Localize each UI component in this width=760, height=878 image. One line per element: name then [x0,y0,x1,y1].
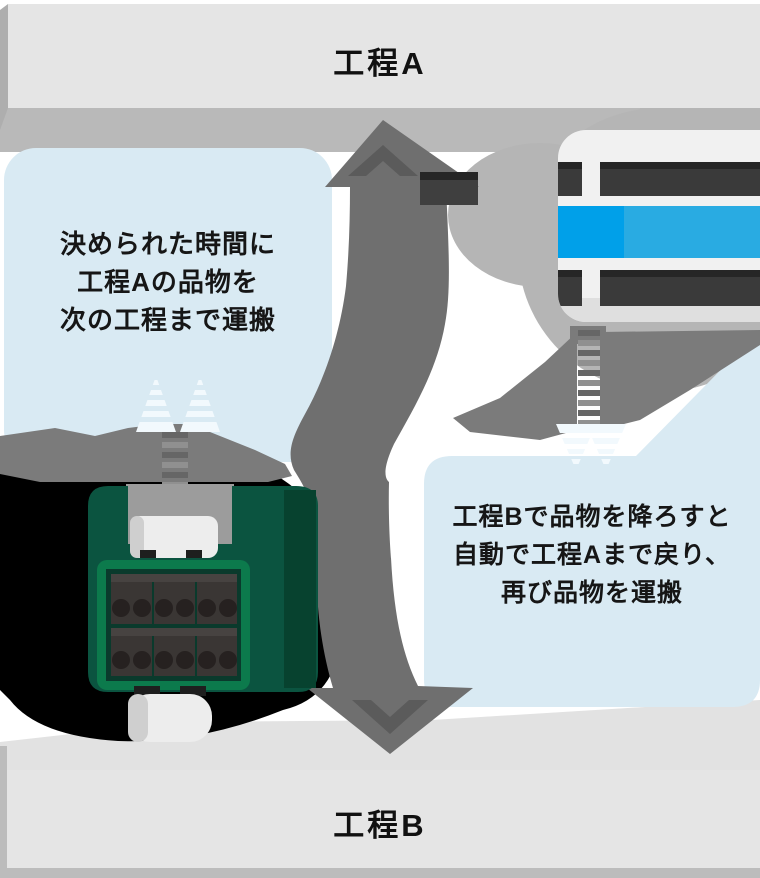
bubble-left-line-3: 次の工程まで運搬 [59,305,276,335]
dark-block [420,172,478,205]
tow-chain-right-icon [578,330,600,428]
shadow-wing-right [453,326,760,440]
agv-cart-stripe-bottom [558,270,760,306]
tractor-body-side-shade [284,490,316,688]
agv-cart-icon [558,130,760,322]
agv-cart-stripe-top [558,162,760,196]
crate-grid-icon [97,560,250,690]
cab-coupler-right [186,550,202,558]
bubble-left-line-2: 工程Aの品物を [77,267,259,297]
crate-row-1 [111,574,237,624]
upper-floor-band [0,108,760,152]
bubble-left-line-1: 決められた時間に [59,229,276,259]
crate-row-2 [111,628,237,676]
arrow-inner-chevron-top [348,145,418,176]
cab-coupler-left [140,550,156,558]
tractor-rear-wheel [128,686,212,742]
shadow-wing-left [0,424,292,482]
station-label-bottom: 工程B [333,808,427,843]
bubble-right-line-1: 工程Bで品物を降ろすと [452,503,732,531]
gray-backdrop [448,108,760,392]
lower-floor [0,700,760,772]
agv-cart-underside [558,298,760,322]
bubble-right-text: 工程Bで品物を降ろすと 自動で工程Aまで戻り、 再び品物を運搬 [424,455,760,655]
bubble-right-line-2: 自動で工程Aまで戻り、 [452,541,732,569]
tractor-cab [130,516,218,558]
tractor-body [88,486,318,692]
bottom-wall-base [0,868,760,878]
arrow-inner-chevron-bottom [352,700,428,734]
shadow-blob [0,433,342,742]
station-label-top: 工程A [333,46,427,81]
bubble-left-text: 決められた時間に 工程Aの品物を 次の工程まで運搬 [4,148,332,416]
tractor-hitch-well [126,484,234,546]
agv-cart-stripe-blue [558,206,760,258]
tow-chain-left-icon [162,432,188,520]
bubble-right-line-3: 再び品物を運搬 [500,579,683,607]
agv-tractor-icon [88,484,318,742]
